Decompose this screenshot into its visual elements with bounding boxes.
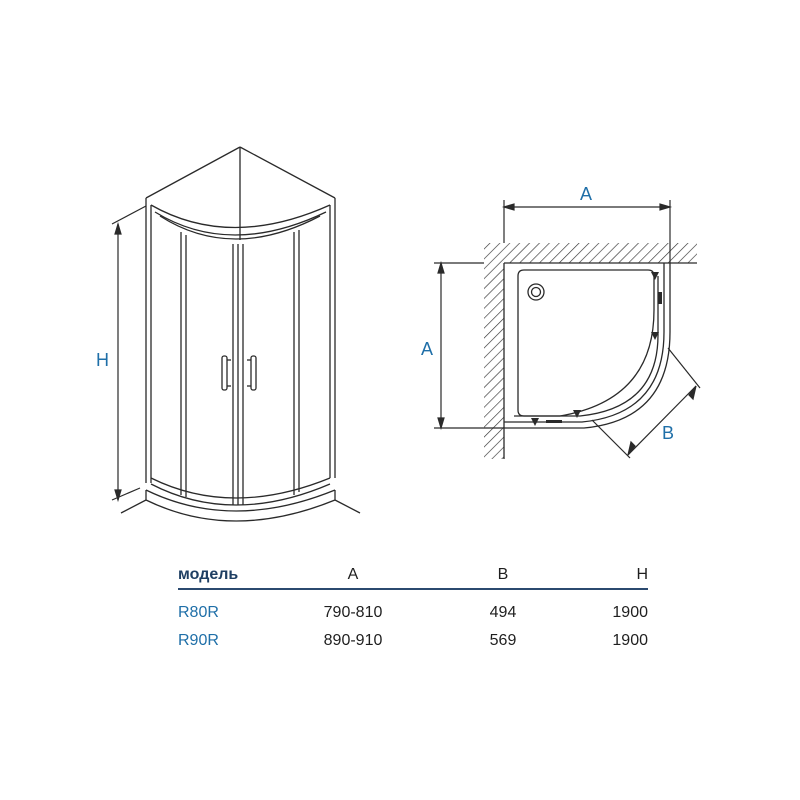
- depth-dimension: [591, 347, 701, 459]
- width-top-dimension: [501, 200, 673, 263]
- row-a: 790-810: [323, 604, 383, 621]
- table-row: R80R 790-810 494 1900: [178, 589, 648, 626]
- header-a: A: [347, 566, 359, 583]
- table-header-row: модель A B H: [178, 560, 648, 589]
- width-side-dimension: [434, 260, 504, 431]
- row-model: R80R: [178, 604, 219, 621]
- spec-table: модель A B H R80R 790-810 494 1900 R90R …: [178, 560, 648, 656]
- row-b: 569: [489, 632, 517, 649]
- header-model: модель: [178, 566, 239, 583]
- row-h: 1900: [612, 632, 648, 649]
- left-wall: [484, 243, 504, 459]
- table-row: R90R 890-910 569 1900: [178, 626, 648, 656]
- top-wall: [504, 243, 697, 263]
- row-a: 890-910: [323, 632, 383, 649]
- height-dimension: [111, 205, 147, 503]
- row-h: 1900: [612, 604, 648, 621]
- header-h: H: [636, 566, 648, 583]
- width-side-label: A: [421, 339, 433, 359]
- width-top-label: A: [580, 184, 592, 204]
- row-b: 494: [489, 604, 517, 621]
- row-model: R90R: [178, 632, 219, 649]
- height-label: H: [96, 350, 109, 370]
- header-b: B: [497, 566, 509, 583]
- plan-view: [484, 243, 697, 459]
- depth-label: B: [662, 423, 674, 443]
- cabin-perspective: [120, 146, 361, 522]
